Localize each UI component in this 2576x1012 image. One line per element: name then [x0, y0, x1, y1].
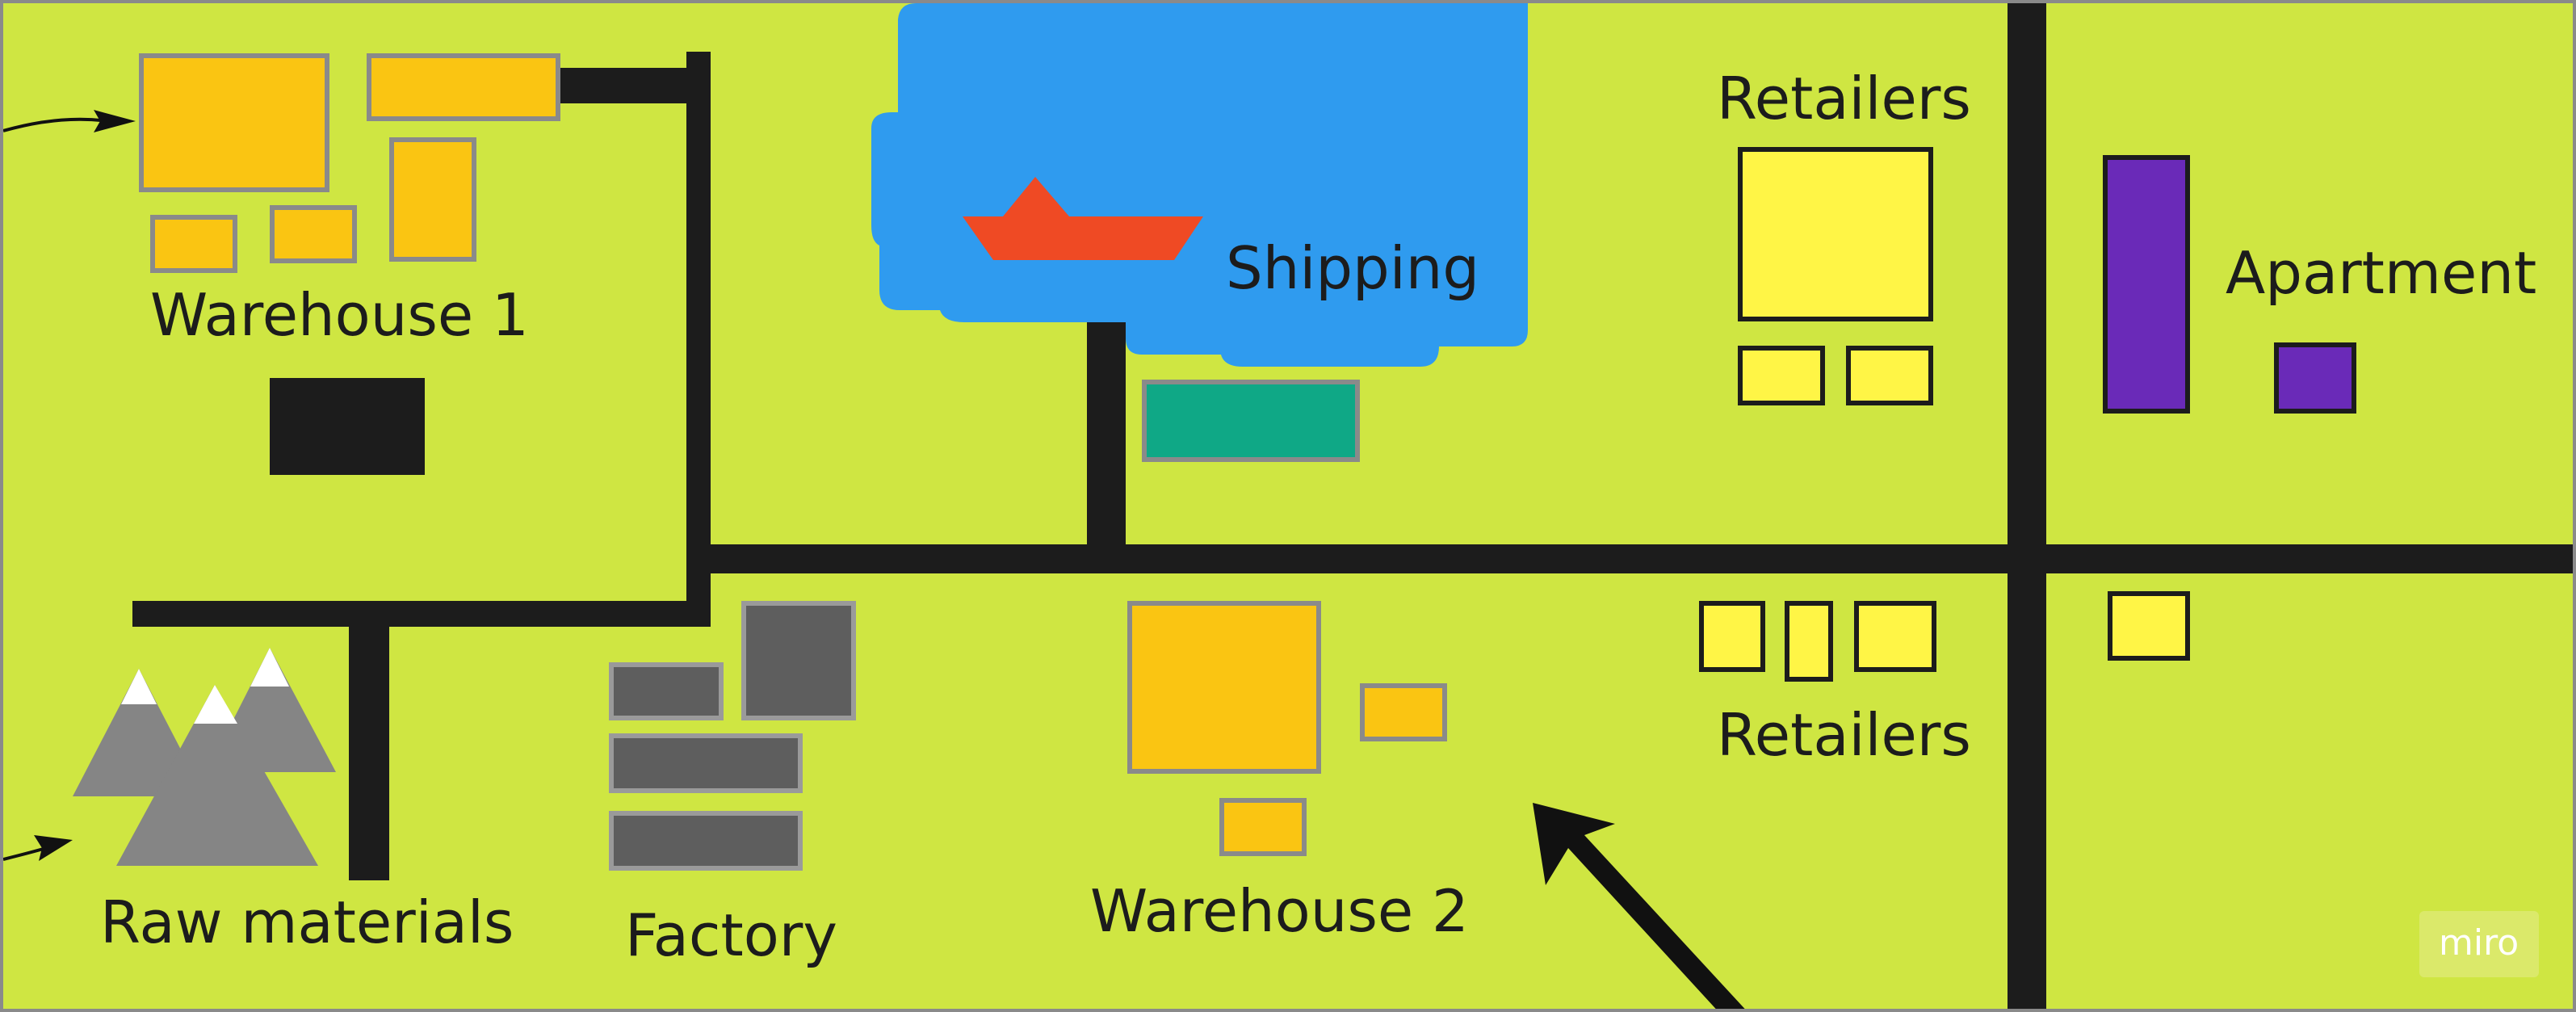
road-raw-materials-vertical [349, 617, 389, 880]
raw-materials-label: Raw materials [100, 888, 514, 956]
warehouse1-building-wide [367, 53, 560, 121]
road-vertical-right [2008, 3, 2046, 1009]
miro-logo [2419, 911, 2539, 977]
factory-building-square [741, 601, 856, 720]
apartment-building-small [2274, 342, 2356, 414]
retailer-top-store-large [1738, 147, 1933, 321]
road-warehouse1-top-connector [560, 68, 711, 103]
arrow-into-warehouse1-head [94, 110, 136, 132]
warehouse1-building-large [139, 53, 329, 192]
warehouse1-building-small-2 [270, 205, 357, 263]
big-arrow-icon [1533, 803, 1745, 1009]
shipping-label: Shipping [1226, 234, 1480, 302]
arrow-into-raw-materials [3, 845, 52, 861]
apartment-label: Apartment [2226, 239, 2537, 307]
warehouse2-building-small-1 [1360, 683, 1447, 741]
retailer-bottom-store-1 [1699, 601, 1765, 672]
road-warehouse1-bottom [132, 601, 711, 627]
warehouse1-building-tall [389, 137, 476, 262]
warehouse2-building-large [1127, 601, 1321, 774]
factory-building-2 [609, 733, 803, 793]
arrow-into-raw-materials-head [34, 835, 73, 861]
apartment-building-tall [2103, 155, 2190, 414]
retailers-bottom-label: Retailers [1717, 701, 1971, 769]
warehouse2-building-small-2 [1219, 798, 1307, 856]
retailer-top-store-small-2 [1846, 346, 1933, 405]
retailers-top-label: Retailers [1717, 65, 1971, 132]
warehouse1-label: Warehouse 1 [150, 281, 529, 349]
factory-building-1 [609, 662, 724, 720]
retailer-top-store-small-1 [1738, 346, 1825, 405]
factory-label: Factory [625, 901, 838, 969]
miro-logo-text: miro [2439, 922, 2519, 964]
shipping-dock [1142, 380, 1360, 462]
retailer-bottom-store-right [2108, 591, 2190, 661]
factory-building-3 [609, 811, 803, 871]
warehouse2-label: Warehouse 2 [1090, 877, 1469, 945]
warehouse1-truck [270, 378, 425, 475]
retailer-bottom-store-2 [1785, 601, 1833, 682]
retailer-bottom-store-3 [1854, 601, 1936, 672]
warehouse1-building-small-1 [150, 215, 237, 273]
road-main-horizontal [698, 544, 2573, 573]
arrow-into-warehouse1 [3, 117, 109, 132]
road-warehouse1-vertical [686, 52, 711, 625]
road-shipping-vertical [1087, 318, 1126, 561]
